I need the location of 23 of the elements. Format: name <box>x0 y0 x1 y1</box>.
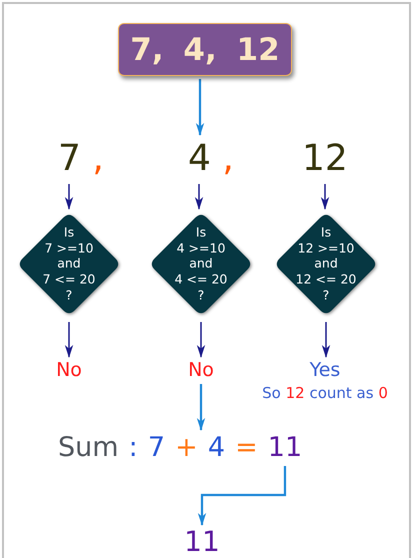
condition-text: Is 12 >=10 and 12 <= 20 ? <box>296 224 356 304</box>
result-label: No <box>188 359 214 381</box>
arrow <box>194 184 204 210</box>
arrow <box>64 322 74 358</box>
note-text: So 12 count as 0 <box>262 384 388 402</box>
sum-equation: Sum : 7 + 4 = 11 <box>58 432 302 464</box>
arrow <box>64 184 74 210</box>
condition-text: Is 4 >=10 and 4 <= 20 ? <box>174 224 228 304</box>
number-label: 7 , <box>58 137 104 181</box>
arrow <box>196 384 206 431</box>
box-label: 7, 4, 12 <box>130 32 280 68</box>
arrow <box>196 322 206 358</box>
result-label: No <box>56 359 82 381</box>
arrow <box>198 466 286 526</box>
number-label: 4 , <box>188 137 234 181</box>
arrow <box>322 322 330 358</box>
number-list-box <box>118 23 292 76</box>
arrow <box>196 79 204 136</box>
arrow <box>320 184 330 210</box>
result-number: 11 <box>184 527 220 557</box>
condition-text: Is 7 >=10 and 7 <= 20 ? <box>42 224 96 304</box>
number-label: 12 <box>302 137 348 181</box>
result-label: Yes <box>310 359 340 381</box>
